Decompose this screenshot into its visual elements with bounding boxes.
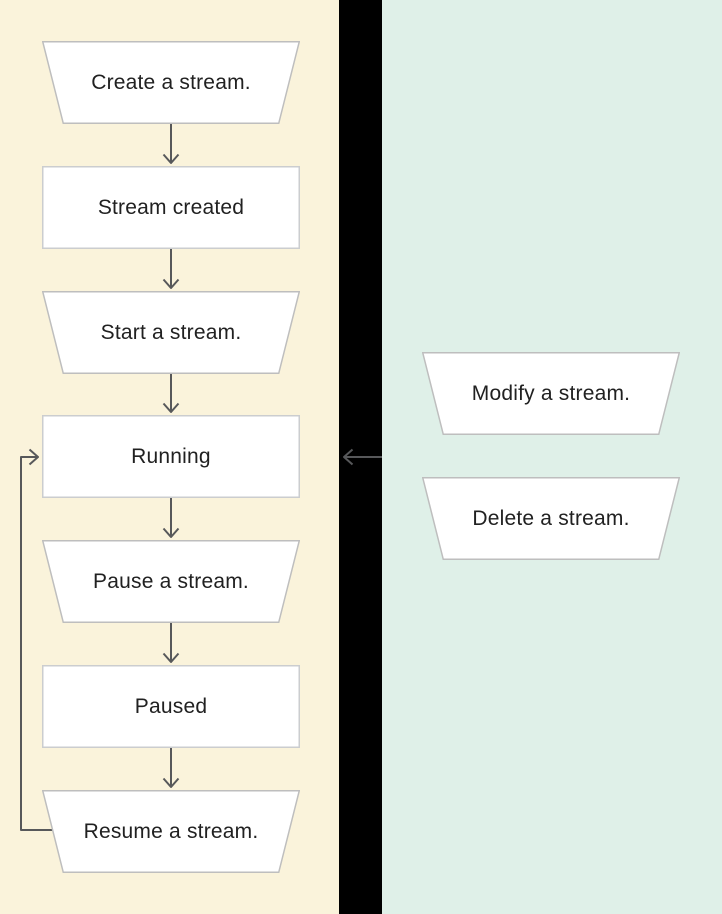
trapezoid-shape: [42, 540, 300, 623]
node-create-a-stream: Create a stream.: [42, 41, 300, 124]
trapezoid-shape: [42, 790, 300, 873]
trapezoid-shape: [422, 352, 680, 435]
node-label: Pause a stream.: [93, 569, 249, 593]
trapezoid-shape: [422, 477, 680, 560]
node-pause-a-stream: Pause a stream.: [42, 540, 300, 623]
node-stream-created: Stream created: [42, 166, 300, 249]
trapezoid-shape: [42, 291, 300, 374]
node-resume-a-stream: Resume a stream.: [42, 790, 300, 873]
rectangle-shape: [42, 166, 300, 249]
node-start-a-stream: Start a stream.: [42, 291, 300, 374]
node-label: Start a stream.: [100, 320, 242, 344]
rectangle-shape: [42, 415, 300, 498]
node-paused: Paused: [42, 665, 300, 748]
node-delete-a-stream: Delete a stream.: [422, 477, 680, 560]
divider-strip: [339, 0, 382, 914]
node-label: Stream created: [97, 195, 245, 219]
node-label: Paused: [134, 694, 208, 718]
node-label: Running: [131, 444, 211, 468]
right-panel-background: [382, 0, 722, 914]
node-label: Modify a stream.: [471, 381, 631, 405]
node-running: Running: [42, 415, 300, 498]
node-label: Resume a stream.: [83, 819, 259, 843]
node-modify-a-stream: Modify a stream.: [422, 352, 680, 435]
trapezoid-shape: [42, 41, 300, 124]
node-label: Create a stream.: [91, 70, 251, 94]
node-label: Delete a stream.: [472, 506, 630, 530]
